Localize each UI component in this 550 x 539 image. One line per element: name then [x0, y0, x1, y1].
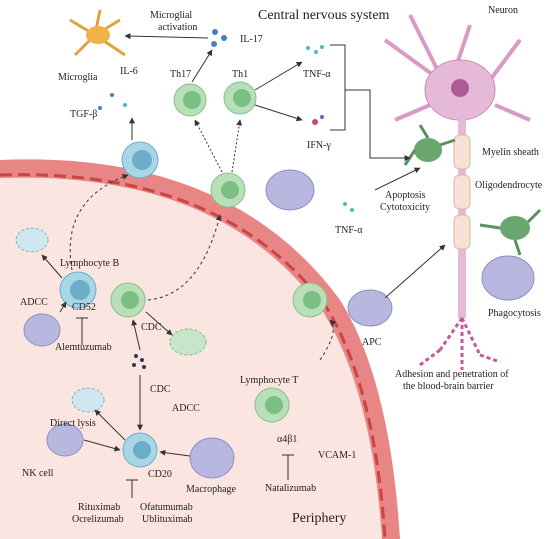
t-cell-periphery	[110, 282, 146, 318]
nk-cell-bottom	[46, 423, 84, 457]
lysed-cell-bottom	[71, 387, 105, 413]
label-phagocytosis: Phagocytosis	[488, 308, 541, 319]
label-tnfa-mid: TNF-α	[335, 225, 363, 236]
label-cdc-right: CDC	[141, 322, 162, 333]
apc-cell-bottom	[347, 289, 393, 327]
myelin-sheath	[453, 134, 471, 250]
label-adcc-top: ADCC	[20, 297, 48, 308]
b-cell-cns	[121, 141, 159, 179]
label-ofatumumab: Ofatumumab	[140, 502, 193, 513]
complement-dots	[132, 354, 146, 369]
label-microglial-2: activation	[158, 22, 197, 33]
label-direct-lysis: Direct lysis	[50, 418, 96, 429]
b-cell-lymphocyte	[59, 271, 97, 309]
label-cdc-mid: CDC	[150, 384, 171, 395]
label-lymphocyte-t: Lymphocyte T	[240, 375, 298, 386]
label-ublituximab: Ublituximab	[142, 514, 193, 525]
label-natalizumab: Natalizumab	[265, 483, 316, 494]
label-ocrelizumab: Ocrelizumab	[72, 514, 124, 525]
neuron	[383, 14, 531, 370]
cytokine-dots	[98, 29, 354, 212]
b-cell-cd20	[122, 432, 158, 468]
label-th17: Th17	[170, 69, 191, 80]
label-oligodendrocyte: Oligodendrocyte	[475, 180, 543, 191]
lysed-cell-top	[15, 227, 49, 253]
apc-cell-top	[265, 169, 315, 211]
lysed-cell-right	[169, 328, 207, 356]
label-alemtuzumab: Alemtuzumab	[55, 342, 112, 353]
label-cd52: CD52	[72, 302, 96, 313]
label-adhesion-2: the blood-brain barrier	[403, 381, 494, 392]
label-th1: Th1	[232, 69, 248, 80]
label-microglial-1: Microglial	[150, 10, 192, 21]
nk-cell-top	[23, 313, 61, 347]
label-microglia: Microglia	[58, 72, 98, 83]
label-adhesion-1: Adhesion and penetration of	[395, 369, 509, 380]
label-il17: IL-17	[240, 34, 263, 45]
t-cell-activated	[210, 172, 246, 208]
t-cell-lymphocyte	[254, 387, 290, 423]
label-vcam1: VCAM-1	[318, 450, 356, 461]
label-macrophage: Macrophage	[186, 484, 237, 495]
phagocyte-cell	[481, 255, 535, 301]
label-cd20: CD20	[148, 469, 172, 480]
label-apc: APC	[362, 337, 382, 348]
label-rituximab: Rituximab	[78, 502, 120, 513]
label-tgfb: TGF-β	[70, 109, 97, 120]
label-lymphocyte-b: Lymphocyte B	[60, 258, 119, 269]
periphery-title: Periphery	[292, 511, 346, 526]
label-tnfa-top: TNF-α	[303, 69, 331, 80]
label-ifng: IFN-γ	[307, 140, 331, 151]
label-cytotoxicity: Cytotoxicity	[380, 202, 430, 213]
th1-cell	[223, 81, 257, 115]
label-nk-cell: NK cell	[22, 468, 54, 479]
label-apoptosis: Apoptosis	[385, 190, 426, 201]
macrophage-cell	[189, 437, 235, 479]
arrows	[41, 33, 446, 498]
label-neuron: Neuron	[488, 5, 518, 16]
t-cell-apc-pair	[292, 282, 328, 318]
label-myelin-sheath: Myelin sheath	[482, 147, 539, 158]
label-adcc-bottom: ADCC	[172, 403, 200, 414]
cns-title: Central nervous system	[258, 8, 390, 23]
label-il6: IL-6	[120, 66, 138, 77]
label-a4b1: α4β1	[277, 434, 297, 445]
microglia-cell	[69, 9, 126, 57]
th17-cell	[173, 83, 207, 117]
